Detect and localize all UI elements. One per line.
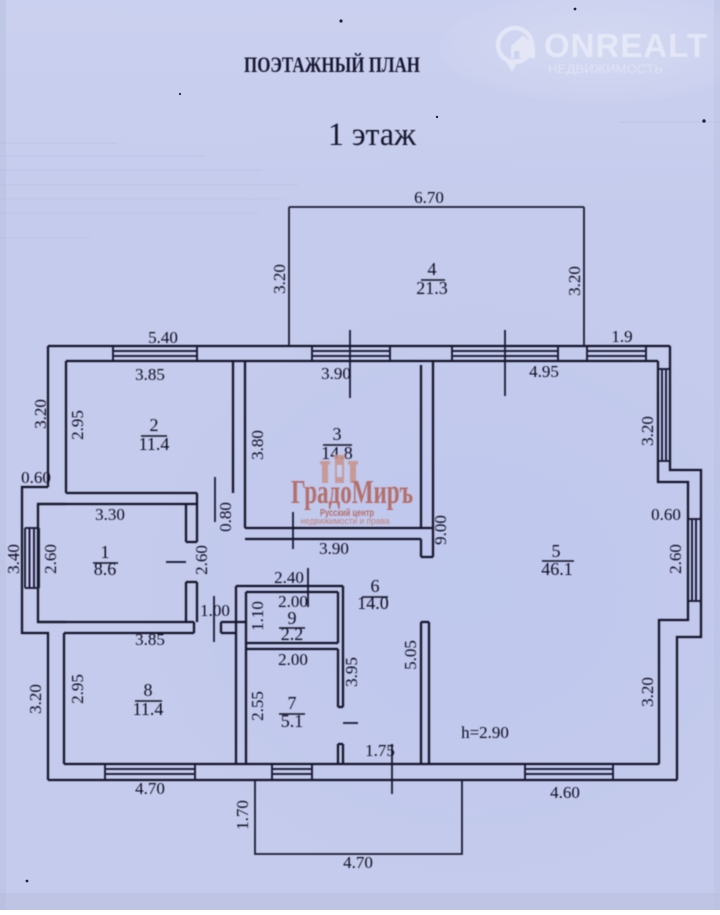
svg-text:Русский центр: Русский центр <box>320 508 374 519</box>
svg-text:3.90: 3.90 <box>321 364 351 383</box>
svg-text:ПОЭТАЖНЫЙ ПЛАН: ПОЭТАЖНЫЙ ПЛАН <box>244 52 420 77</box>
svg-text:2.00: 2.00 <box>278 650 308 669</box>
svg-text:2.60: 2.60 <box>666 544 685 574</box>
svg-text:4.95: 4.95 <box>529 362 559 381</box>
svg-text:h=2.90: h=2.90 <box>461 723 509 742</box>
svg-text:8: 8 <box>144 680 153 700</box>
svg-text:3.40: 3.40 <box>4 544 23 574</box>
svg-text:ONREALT: ONREALT <box>544 27 708 64</box>
svg-text:2.2: 2.2 <box>281 624 304 644</box>
svg-text:3.90: 3.90 <box>319 539 349 558</box>
svg-text:7: 7 <box>288 693 297 713</box>
svg-text:6: 6 <box>371 576 380 596</box>
svg-text:3.20: 3.20 <box>26 684 45 714</box>
svg-text:3.20: 3.20 <box>270 264 289 294</box>
svg-text:3.30: 3.30 <box>95 505 125 524</box>
svg-text:5.05: 5.05 <box>401 640 420 670</box>
svg-text:2.60: 2.60 <box>192 545 211 575</box>
svg-text:11.4: 11.4 <box>139 434 170 454</box>
svg-text:8.6: 8.6 <box>94 559 117 579</box>
svg-text:2: 2 <box>150 415 159 435</box>
svg-text:3.95: 3.95 <box>342 657 361 687</box>
svg-text:6.70: 6.70 <box>414 188 444 207</box>
svg-text:0.60: 0.60 <box>651 505 681 524</box>
svg-text:1: 1 <box>101 542 110 562</box>
svg-text:1 этаж: 1 этаж <box>328 117 416 153</box>
svg-text:3: 3 <box>333 424 342 444</box>
svg-text:3.85: 3.85 <box>135 630 165 649</box>
svg-text:2.00: 2.00 <box>278 592 308 611</box>
svg-text:ГрадоМиръ: ГрадоМиръ <box>291 474 413 511</box>
svg-text:3.20: 3.20 <box>638 416 657 446</box>
svg-text:1.75: 1.75 <box>365 741 395 760</box>
svg-text:11.4: 11.4 <box>133 699 164 719</box>
svg-text:3.20: 3.20 <box>31 399 50 429</box>
svg-text:3.80: 3.80 <box>248 430 267 460</box>
svg-text:2.40: 2.40 <box>274 568 304 587</box>
svg-text:3.85: 3.85 <box>135 365 165 384</box>
svg-text:1.00: 1.00 <box>200 601 230 620</box>
svg-text:недвижимости и права: недвижимости и права <box>301 516 391 527</box>
svg-text:21.3: 21.3 <box>416 278 448 298</box>
svg-text:5.1: 5.1 <box>281 711 304 731</box>
svg-text:4.70: 4.70 <box>135 779 165 798</box>
svg-text:3.20: 3.20 <box>638 677 657 707</box>
svg-text:2.95: 2.95 <box>68 674 87 704</box>
svg-text:1.9: 1.9 <box>611 327 632 346</box>
svg-text:0.80: 0.80 <box>216 502 235 532</box>
svg-text:2.95: 2.95 <box>68 410 87 440</box>
svg-text:5.40: 5.40 <box>148 328 178 347</box>
svg-text:4.70: 4.70 <box>343 853 373 872</box>
svg-text:0.60: 0.60 <box>21 468 51 487</box>
svg-text:НЕДВИЖИМОСТЬ: НЕДВИЖИМОСТЬ <box>548 62 663 76</box>
svg-text:3.20: 3.20 <box>565 266 584 296</box>
svg-text:4.60: 4.60 <box>550 783 580 802</box>
svg-text:14.0: 14.0 <box>357 593 389 613</box>
svg-text:46.1: 46.1 <box>541 559 573 579</box>
svg-text:9: 9 <box>288 608 297 628</box>
svg-text:1.70: 1.70 <box>233 800 252 830</box>
svg-text:2.60: 2.60 <box>41 544 60 574</box>
svg-text:1.10: 1.10 <box>248 601 267 631</box>
svg-text:2.55: 2.55 <box>248 691 267 721</box>
svg-text:4: 4 <box>428 259 437 279</box>
svg-text:5: 5 <box>552 541 561 561</box>
svg-text:9.00: 9.00 <box>431 515 450 545</box>
